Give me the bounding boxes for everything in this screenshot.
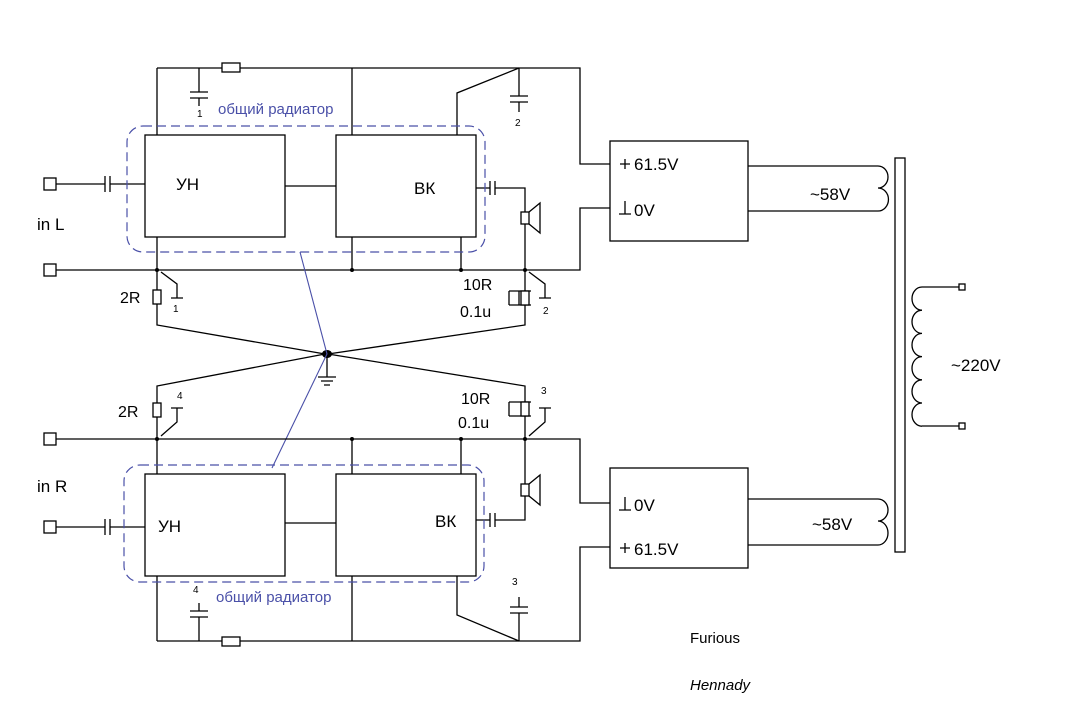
bottom-cap-4	[190, 603, 208, 641]
secondary-coil-bottom	[877, 498, 889, 546]
mains-terminal-top	[958, 283, 966, 291]
label-psu-bottom-zero: 0V	[634, 496, 655, 515]
preamp-block-top	[144, 134, 286, 238]
ground-right-terminal	[43, 432, 57, 446]
gnd-num-4b: 4	[193, 585, 199, 596]
primary-coil	[911, 286, 923, 427]
ground-sign-top	[619, 201, 631, 215]
label-output-top: ВК	[414, 179, 435, 198]
heatsink-bottom-outline	[123, 464, 485, 583]
gnd-num-1b: 1	[173, 304, 179, 315]
heatsink-link	[271, 251, 328, 469]
label-heatsink-bottom: общий радиатор	[216, 589, 331, 606]
ground-sign-bottom	[619, 497, 631, 511]
label-zobel-r-top: 10R	[463, 277, 492, 294]
zobel-bottom-resistor	[520, 401, 530, 417]
label-2r-top: 2R	[120, 290, 140, 307]
label-output-bottom: ВК	[435, 512, 456, 531]
output-block-top	[335, 134, 477, 238]
output-block-bottom	[335, 473, 477, 577]
top-supply-rail	[157, 67, 610, 165]
plus-sign-top	[620, 159, 630, 169]
top-rail-resistor	[221, 62, 241, 73]
label-psu-bottom-plus: 61.5V	[634, 540, 679, 559]
zobel-top-resistor	[520, 290, 530, 306]
gnd-num-4a: 4	[177, 391, 183, 402]
label-2r-bottom: 2R	[118, 404, 138, 421]
label-preamp-top: УН	[176, 175, 199, 194]
signature-line-1: Furious	[690, 630, 740, 647]
label-psu-top-zero: 0V	[634, 201, 655, 220]
top-channel	[43, 62, 610, 355]
label-in-right: in R	[37, 477, 67, 496]
speaker-top-cone	[528, 201, 541, 235]
bottom-cap-3	[510, 597, 528, 641]
bottom-supply-rail	[157, 546, 610, 642]
label-in-left: in L	[37, 215, 64, 234]
label-zobel-c-bottom: 0.1u	[458, 415, 489, 432]
label-ac-bottom: ~58V	[812, 515, 853, 534]
label-preamp-bottom: УН	[158, 517, 181, 536]
speaker-top-body	[520, 211, 530, 225]
ground-star	[271, 251, 336, 469]
mains-terminal-bottom	[958, 422, 966, 430]
signature-line-2: Hennady	[690, 677, 752, 694]
speaker-bottom-cone	[528, 473, 541, 507]
top-cap-2	[510, 68, 528, 112]
gnd-num-3a: 3	[541, 386, 547, 397]
plus-sign-bottom	[620, 543, 630, 553]
psu-bottom-block	[609, 467, 749, 569]
bottom-rail-resistor	[221, 636, 241, 647]
speaker-bottom-body	[520, 483, 530, 497]
gnd-num-1a: 1	[197, 109, 203, 120]
transformer-core	[894, 157, 906, 553]
bottom-channel	[43, 353, 610, 647]
input-left-cap	[56, 176, 145, 192]
label-ac-top: ~58V	[810, 185, 851, 204]
resistor-2r-bottom	[152, 402, 162, 418]
heatsink-top-outline	[126, 125, 486, 253]
label-psu-top-plus: 61.5V	[634, 155, 679, 174]
psu-top-block	[609, 140, 749, 242]
input-left-terminal	[43, 177, 57, 191]
top-cap-1	[190, 68, 208, 106]
gnd-num-3b: 3	[512, 577, 518, 588]
input-right-terminal	[43, 520, 57, 534]
label-heatsink-top: общий радиатор	[218, 101, 333, 118]
gnd-num-2b: 2	[543, 306, 549, 317]
label-mains: ~220V	[951, 356, 1001, 375]
gnd-num-2a: 2	[515, 118, 521, 129]
resistor-2r-top	[152, 289, 162, 305]
secondary-coil-top	[877, 165, 890, 212]
psu-section	[609, 140, 966, 569]
preamp-block-bottom	[144, 473, 286, 577]
label-zobel-c-top: 0.1u	[460, 304, 491, 321]
input-right-cap	[56, 519, 145, 535]
bottom-ground-rail	[56, 438, 610, 504]
ground-left-terminal	[43, 263, 57, 277]
label-zobel-r-bottom: 10R	[461, 391, 490, 408]
top-ground-rail	[56, 207, 610, 271]
